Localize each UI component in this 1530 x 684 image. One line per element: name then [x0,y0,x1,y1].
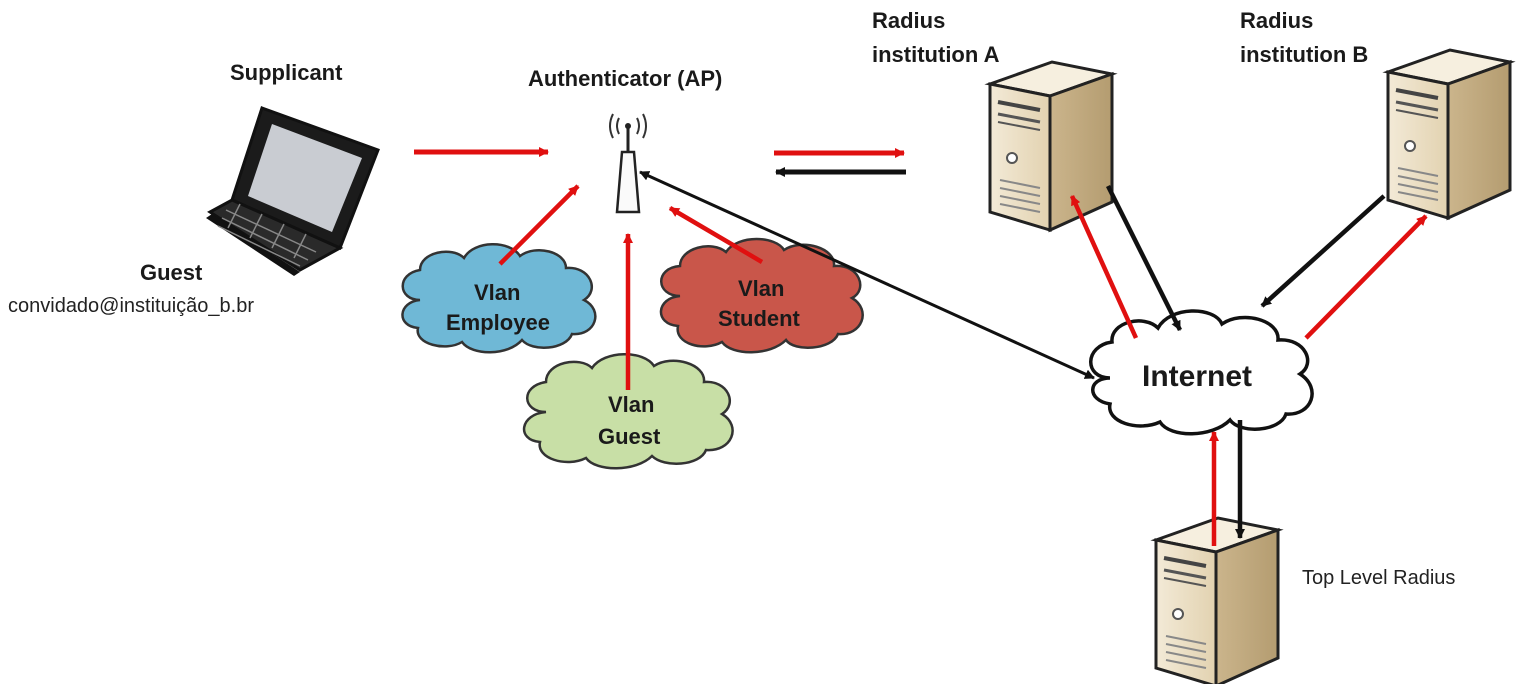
vlan-student-line2: Student [718,306,801,331]
internet-to-radius-a-arrow [1069,195,1139,339]
vlan-guest-cloud-shape [522,353,734,470]
vlan-student-cloud: Vlan Student [659,237,864,354]
internet-cloud: Internet [1089,309,1314,436]
ap-internet-link-arrow [639,170,1095,380]
server-tower-icon [988,60,1114,232]
server-tower-icon [1154,516,1280,684]
guest-title-label: Guest [140,260,203,285]
internet-cloud-shape [1089,309,1314,436]
radius-a-to-internet-arrow [1105,184,1183,332]
vlan-employee-cloud-shape [401,243,597,354]
vlan-student-line1: Vlan [738,276,784,301]
internet-label: Internet [1142,360,1252,393]
wireless-access-point-icon [609,113,647,214]
vlan-employee-to-ap-arrow [498,184,580,266]
authenticator-label: Authenticator (AP) [528,66,722,91]
radius-a-label-line1: Radius [872,8,945,33]
vlan-employee-line2: Employee [446,310,550,335]
radius-b-to-internet-arrow [1260,194,1386,308]
radius-a-label-line2: institution A [872,42,1000,67]
radius-b-label-line2: institution B [1240,42,1368,67]
vlan-guest-cloud: Vlan Guest [522,353,734,470]
radius-b-label-line1: Radius [1240,8,1313,33]
laptop-icon [206,106,380,276]
vlan-guest-line2: Guest [598,424,661,449]
guest-email-label: convidado@instituição_b.br [8,295,254,317]
vlan-employee-cloud: Vlan Employee [401,243,597,354]
internet-to-radius-b-arrow [1304,214,1428,340]
supplicant-label: Supplicant [230,60,343,85]
server-tower-icon [1386,48,1512,220]
top-level-radius-label: Top Level Radius [1302,567,1455,589]
vlan-guest-line1: Vlan [608,392,654,417]
vlan-employee-line1: Vlan [474,280,520,305]
